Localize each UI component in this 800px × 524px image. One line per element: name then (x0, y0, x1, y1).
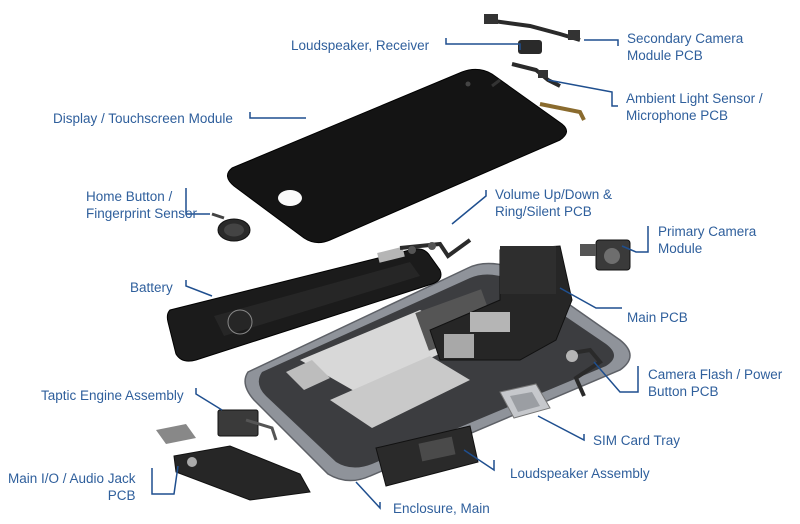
battery (166, 246, 442, 362)
label-line: Home Button / (86, 189, 173, 204)
label-line: Enclosure, Main (393, 501, 490, 516)
label-ambient-light-sensor: Ambient Light Sensor / Microphone PCB (626, 90, 763, 124)
label-line: Taptic Engine Assembly (41, 388, 184, 403)
volume-ring-silent-pcb (399, 238, 472, 259)
sim-card-tray (499, 383, 551, 419)
label-enclosure-main: Enclosure, Main (393, 500, 490, 517)
label-camera-flash-power: Camera Flash / Power Button PCB (648, 366, 782, 400)
label-line: Camera Flash / Power (648, 367, 783, 382)
label-line: Secondary Camera (627, 31, 744, 46)
label-display-touchscreen: Display / Touchscreen Module (53, 110, 233, 127)
main-pcb (429, 245, 573, 361)
label-line: Ambient Light Sensor / (626, 91, 763, 106)
label-line: Microphone PCB (626, 108, 729, 123)
label-line: Volume Up/Down & (495, 187, 613, 202)
label-line: Module PCB (627, 48, 703, 63)
label-line: Main I/O / Audio Jack (8, 471, 136, 486)
main-io-audio-jack-pcb (156, 424, 311, 501)
label-line: Loudspeaker, Receiver (291, 38, 430, 53)
loudspeaker-receiver (518, 40, 542, 54)
label-primary-camera: Primary Camera Module (658, 223, 756, 257)
label-main-pcb: Main PCB (627, 309, 688, 326)
label-line: PCB (107, 488, 136, 503)
label-taptic-engine: Taptic Engine Assembly (41, 387, 184, 404)
label-line: Module (658, 241, 703, 256)
primary-camera-module (580, 239, 631, 271)
home-button-fingerprint-sensor (211, 212, 251, 242)
label-line: Button PCB (648, 384, 719, 399)
label-volume-ring-silent: Volume Up/Down & Ring/Silent PCB (495, 186, 612, 220)
camera-flash-power-button-pcb (565, 347, 603, 397)
label-battery: Battery (130, 279, 173, 296)
secondary-camera-module-pcb (484, 14, 581, 42)
label-line: Fingerprint Sensor (86, 206, 198, 221)
label-loudspeaker-receiver: Loudspeaker, Receiver (291, 37, 429, 54)
ambient-light-sensor-microphone-pcb (511, 62, 561, 88)
label-line: Main PCB (627, 310, 688, 325)
label-line: Battery (130, 280, 173, 295)
leader-lines (151, 38, 649, 510)
label-line: Display / Touchscreen Module (53, 111, 233, 126)
label-sim-card-tray: SIM Card Tray (593, 432, 680, 449)
loudspeaker-assembly (375, 425, 479, 487)
taptic-engine-assembly (217, 409, 278, 441)
label-line: Primary Camera (658, 224, 757, 239)
display-touchscreen-module (227, 68, 586, 244)
label-line: Loudspeaker Assembly (510, 466, 650, 481)
label-main-io-audio-jack: Main I/O / Audio Jack PCB (8, 470, 136, 504)
label-line: SIM Card Tray (593, 433, 681, 448)
label-home-button: Home Button / Fingerprint Sensor (86, 188, 197, 222)
label-loudspeaker-assembly: Loudspeaker Assembly (510, 465, 650, 482)
label-line: Ring/Silent PCB (495, 204, 592, 219)
label-secondary-camera: Secondary Camera Module PCB (627, 30, 743, 64)
